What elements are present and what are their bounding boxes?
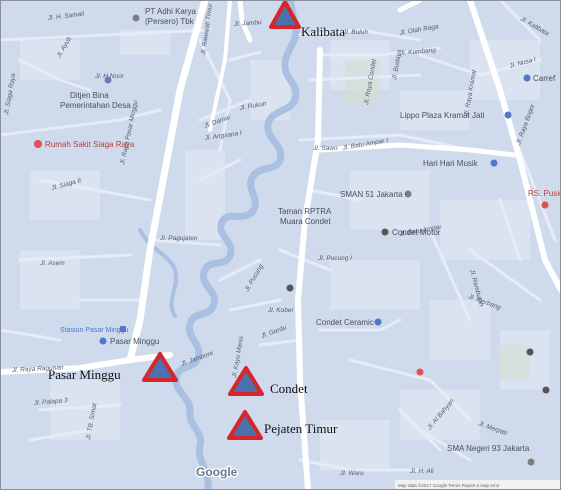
poi-sman-51[interactable]: SMAN 51 Jakarta [340, 190, 412, 199]
hospital-icon [541, 201, 549, 209]
street-label: Jl. Asem [39, 260, 65, 267]
street-label: Jl. Sawo [312, 145, 338, 152]
misc-pins [286, 284, 550, 394]
poi-condet-ceramic[interactable]: Condet Ceramic [316, 318, 382, 327]
shopping-icon [99, 337, 107, 345]
svg-text:Map data ©2017 Google Terms: Map data ©2017 Google Terms Report a map… [398, 482, 500, 488]
svg-text:Lippo Plaza Kramat Jati: Lippo Plaza Kramat Jati [400, 111, 485, 120]
street-label: Jl. H. Samali [46, 11, 85, 23]
svg-text:(Persero) Tbk: (Persero) Tbk [145, 17, 195, 26]
street-label: Jl. Pagujaten [159, 235, 198, 242]
triangle-marker-icon [269, 0, 301, 29]
google-logo: Google Google [195, 464, 239, 481]
hospital-icon [34, 140, 42, 148]
place-icon [416, 368, 424, 376]
poi-rumah-sakit[interactable]: Rumah Sakit Siaga Raya [34, 140, 135, 149]
place-icon [526, 348, 534, 356]
svg-text:Rumah Sakit Siaga Raya: Rumah Sakit Siaga Raya [45, 140, 135, 149]
place-icon [286, 284, 294, 292]
marker-kalibata[interactable]: Kalibata [269, 0, 345, 39]
poi-carrefour[interactable]: Carref [523, 74, 557, 83]
svg-text:Hari Hari Musik: Hari Hari Musik [423, 159, 479, 168]
svg-text:Stasiun Pasar Minggu: Stasiun Pasar Minggu [60, 327, 129, 334]
street-label: Jl. Kober [267, 307, 294, 314]
svg-text:Pasar Minggu: Pasar Minggu [48, 367, 121, 382]
street-label: Jl. Rukun [238, 100, 267, 112]
svg-text:Condet Motor: Condet Motor [392, 228, 441, 237]
shopping-icon [523, 74, 531, 82]
svg-text:Pejaten Timur: Pejaten Timur [264, 421, 338, 436]
svg-text:SMA Negeri 93 Jakarta: SMA Negeri 93 Jakarta [447, 444, 530, 453]
svg-text:SMAN 51 Jakarta: SMAN 51 Jakarta [340, 190, 403, 199]
svg-text:Taman RPTRA: Taman RPTRA [278, 207, 332, 216]
poi-pt-adhi-karya[interactable]: PT Adhi Karya (Persero) Tbk [132, 7, 197, 26]
street-label: Jl. Palapa 3 [33, 397, 69, 407]
river [172, 0, 300, 490]
street-label: Jl. Buluh [342, 29, 368, 36]
street-label: Jl. Raya Ragunan [11, 364, 64, 374]
train-icon [120, 326, 126, 332]
poi-condet-motor[interactable]: Condet Motor [381, 228, 441, 237]
poi-pasar-minggu[interactable]: Pasar Minggu [99, 337, 160, 346]
poi-hari-hari-musik[interactable]: Hari Hari Musik [423, 159, 498, 168]
map-footer[interactable]: Map data ©2017 Google Terms Report a map… [395, 480, 561, 490]
place-icon [542, 386, 550, 394]
street-label: Jl. Kumbang [399, 47, 437, 57]
svg-text:Google: Google [196, 465, 238, 479]
poi-lippo-plaza[interactable]: Lippo Plaza Kramat Jati [400, 111, 512, 120]
street-label: Jl. Waru [339, 470, 364, 477]
marker-pasar-minggu[interactable]: Pasar Minggu [48, 352, 178, 382]
government-icon [104, 76, 112, 84]
svg-text:Carref: Carref [533, 74, 556, 83]
svg-text:Pasar Minggu: Pasar Minggu [110, 337, 159, 346]
school-icon [404, 190, 412, 198]
shopping-icon [504, 111, 512, 119]
svg-text:RS. Pusid: RS. Pusid [528, 189, 561, 198]
poi-taman-rptra[interactable]: Taman RPTRA Muara Condet [278, 207, 332, 226]
poi-ditjen-bina[interactable]: Ditjen Bina Pemerintahan Desa [60, 76, 131, 111]
svg-text:Kalibata: Kalibata [301, 24, 345, 39]
street-label: Jl. H. Ali [409, 468, 434, 475]
poi-rs-pusidi[interactable]: RS. Pusid [528, 189, 561, 209]
marker-condet[interactable]: Condet [228, 366, 308, 396]
svg-text:Condet: Condet [270, 381, 308, 396]
triangle-marker-icon [228, 366, 264, 396]
triangle-marker-icon [227, 410, 263, 440]
street-label: Jl. Pucung I [317, 255, 352, 262]
school-icon [527, 458, 535, 466]
place-icon [381, 228, 389, 236]
marker-pejaten-timur[interactable]: Pejaten Timur [227, 410, 338, 440]
svg-text:Google: Google [196, 465, 238, 479]
green-blocks [345, 60, 530, 380]
svg-text:Muara Condet: Muara Condet [280, 217, 331, 226]
poi-sma-negeri-93[interactable]: SMA Negeri 93 Jakarta [447, 444, 535, 466]
street-label: Jl. H.Noor [94, 73, 125, 80]
business-icon [132, 14, 140, 22]
svg-text:Condet Ceramic: Condet Ceramic [316, 318, 374, 327]
svg-text:Pemerintahan Desa: Pemerintahan Desa [60, 101, 131, 110]
footer-background [395, 480, 561, 490]
svg-text:Ditjen Bina: Ditjen Bina [70, 91, 109, 100]
svg-text:PT Adhi Karya: PT Adhi Karya [145, 7, 197, 16]
shopping-icon [490, 159, 498, 167]
minor-streets [0, 0, 557, 472]
triangle-marker-icon [142, 352, 178, 382]
shopping-icon [374, 318, 382, 326]
poi-stasiun[interactable]: Stasiun Pasar Minggu [60, 326, 129, 334]
street-label: Jl. Jambu [233, 19, 263, 28]
